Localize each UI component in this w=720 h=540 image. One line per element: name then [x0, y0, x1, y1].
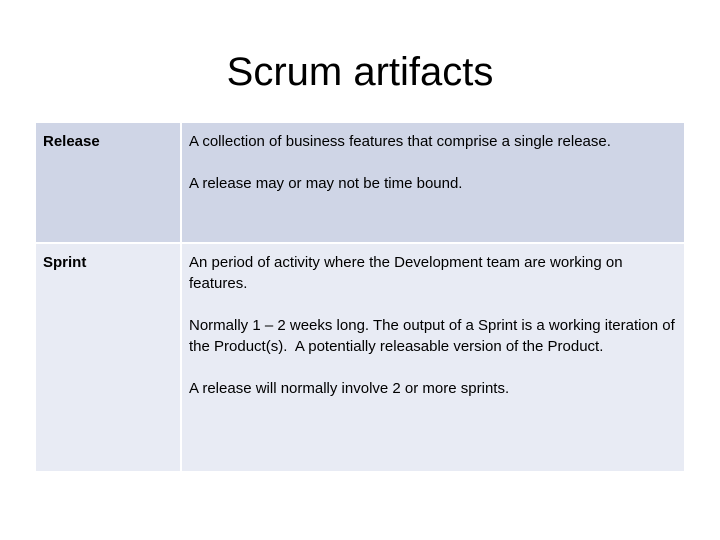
- definition-paragraph: An period of activity where the Developm…: [189, 254, 627, 292]
- definition-paragraph: A collection of business features that c…: [189, 133, 611, 150]
- slide-title: Scrum artifacts: [226, 50, 494, 94]
- table-row-sprint: Sprint An period of activity where the D…: [36, 242, 684, 471]
- definition-paragraph: A release will normally involve 2 or mor…: [189, 380, 510, 397]
- definition-cell-release: A collection of business features that c…: [181, 123, 684, 243]
- definition-paragraph: A release may or may not be time bound.: [189, 175, 463, 192]
- term-cell-release: Release: [36, 123, 182, 243]
- definition-paragraph: Normally 1 – 2 weeks long. The output of…: [189, 317, 679, 355]
- definition-cell-sprint: An period of activity where the Developm…: [181, 242, 684, 471]
- term-cell-sprint: Sprint: [36, 242, 182, 471]
- table-row-release: Release A collection of business feature…: [36, 123, 684, 243]
- artifacts-table: Release A collection of business feature…: [36, 123, 684, 471]
